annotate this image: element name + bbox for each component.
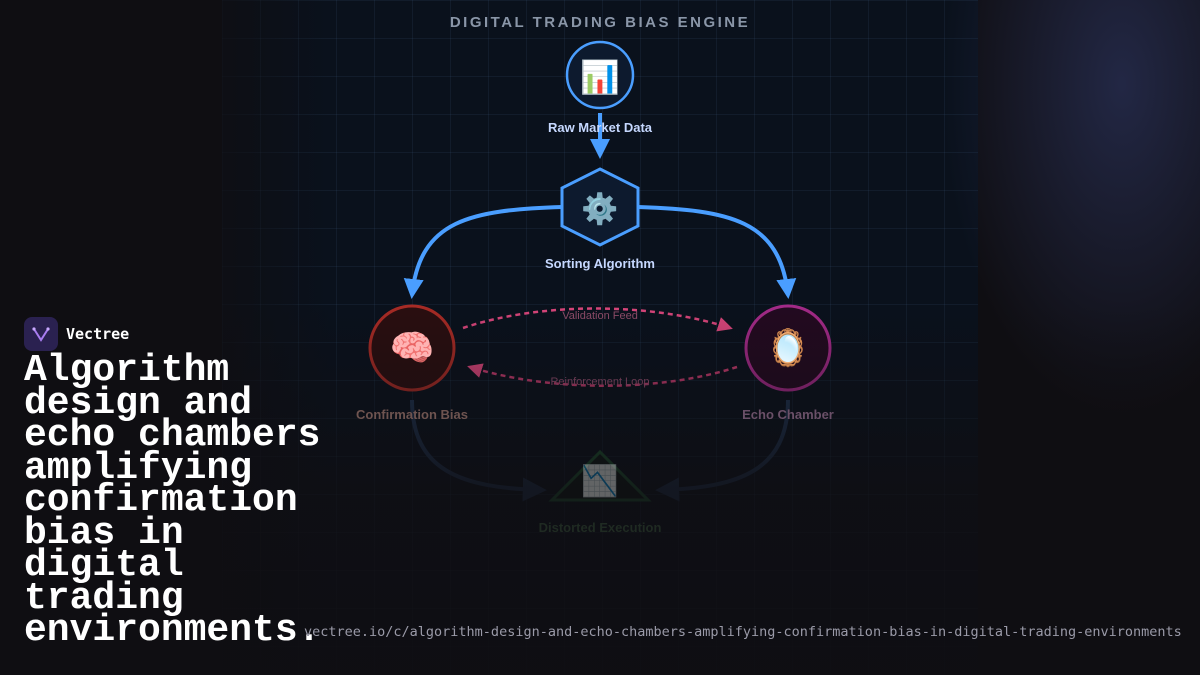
brand: Vectree	[24, 317, 129, 351]
node-label-sorting-algorithm: Sorting Algorithm	[544, 256, 655, 271]
node-label-raw-market-data: Raw Market Data	[547, 120, 653, 135]
edge-sorting-to-echo	[637, 205, 797, 299]
node-label-confirmation-bias: Confirmation Bias	[356, 407, 468, 422]
diagram-title: DIGITAL TRADING BIAS ENGINE	[449, 14, 751, 31]
chart-down-icon: 📉	[581, 465, 619, 498]
edge-sorting-to-confirmation	[403, 205, 563, 299]
vectree-logo-icon	[24, 317, 58, 351]
brand-name: Vectree	[66, 325, 130, 343]
edge-label-reinforcement-loop: Reinforcement Loop	[550, 376, 650, 388]
mirror-icon: 🪞	[765, 327, 811, 368]
node-label-distorted-execution: Distorted Execution	[538, 520, 662, 535]
article-url[interactable]: vectree.io/c/algorithm-design-and-echo-c…	[304, 624, 1182, 640]
headline: Algorithm design and echo chambers ampli…	[24, 349, 321, 652]
gear-icon: ⚙️	[581, 193, 619, 226]
edge-label-validation-feed: Validation Feed	[562, 310, 638, 322]
node-label-echo-chamber: Echo Chamber	[742, 407, 834, 422]
brain-icon: 🧠	[389, 327, 435, 368]
bar-chart-icon: 📊	[580, 59, 620, 95]
